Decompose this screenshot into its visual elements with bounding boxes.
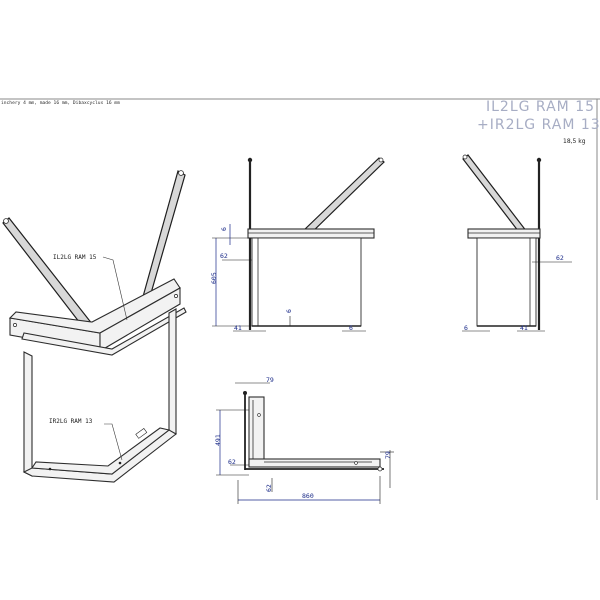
top-view bbox=[216, 382, 394, 504]
side-view bbox=[462, 154, 572, 332]
header-note: inchery 4 mm, made 16 mm, Dibaxcyclus 16… bbox=[1, 100, 120, 106]
top-leg-rod-tip bbox=[243, 391, 247, 395]
side-strut-hole bbox=[462, 154, 468, 160]
iso-lower-frame-left-post bbox=[23, 351, 33, 477]
side-diagonal-strut bbox=[462, 154, 528, 237]
top-arm-plate bbox=[248, 458, 381, 468]
front-view bbox=[212, 157, 385, 332]
callout-upper-part: IL2LG RAM 15 bbox=[53, 254, 97, 261]
iso-left-strut-hole bbox=[3, 218, 9, 224]
top-arm-hole bbox=[354, 461, 358, 465]
front-dim-left: 62 bbox=[220, 252, 228, 260]
lower-part-leader bbox=[104, 423, 123, 461]
front-rod-tip bbox=[247, 157, 253, 163]
title-line-1: IL2LG RAM 15 bbox=[486, 99, 595, 115]
side-dim-right: 62 bbox=[556, 254, 564, 262]
side-rod-tip bbox=[536, 157, 542, 163]
front-dim-top: 6 bbox=[220, 227, 228, 231]
front-diagonal-strut bbox=[301, 157, 385, 238]
front-dim-bottom-left: 41 bbox=[234, 324, 242, 332]
iso-lower-hole-2 bbox=[118, 461, 122, 465]
top-dim-left: 62 bbox=[228, 458, 236, 466]
top-dim-width-top: 79 bbox=[266, 376, 274, 384]
front-dim-height: 605 bbox=[210, 272, 218, 284]
top-leg-plate bbox=[248, 396, 265, 466]
front-strut-hole bbox=[378, 157, 384, 163]
weight-label: 18,5 kg bbox=[563, 138, 586, 145]
iso-right-strut-hole bbox=[178, 170, 184, 176]
top-dim-right-height: 79 bbox=[384, 451, 392, 459]
front-frame bbox=[251, 237, 362, 327]
isometric-view bbox=[2, 170, 187, 483]
front-top-bar bbox=[247, 228, 375, 239]
top-dim-depth: 491 bbox=[214, 434, 222, 446]
side-frame bbox=[476, 237, 537, 327]
iso-lower-frame-right-post bbox=[168, 308, 177, 439]
iso-plate-hole-1 bbox=[13, 323, 17, 327]
top-leg-hole bbox=[257, 413, 261, 417]
upper-part-leader bbox=[102, 256, 128, 321]
iso-lower-frame-floor bbox=[31, 427, 171, 475]
iso-lower-hole-1 bbox=[48, 467, 52, 471]
top-dim-bottom-small: 62 bbox=[265, 484, 273, 492]
top-dim-overall-width: 860 bbox=[302, 492, 314, 500]
side-dim-bottom-left: 6 bbox=[464, 324, 468, 332]
side-top-bar bbox=[467, 228, 541, 239]
iso-upper-base bbox=[21, 307, 187, 356]
title-line-2: +IR2LG RAM 13 bbox=[477, 117, 600, 133]
callout-lower-part: IR2LG RAM 13 bbox=[49, 418, 93, 425]
iso-plate-hole-2 bbox=[174, 294, 178, 298]
top-arm-rod-tip bbox=[377, 466, 383, 472]
front-dim-bottom-right: 6 bbox=[349, 324, 353, 332]
side-dim-bottom-right: 41 bbox=[520, 324, 528, 332]
front-dim-inner: 6 bbox=[285, 309, 293, 313]
iso-lower-slot bbox=[135, 428, 148, 439]
